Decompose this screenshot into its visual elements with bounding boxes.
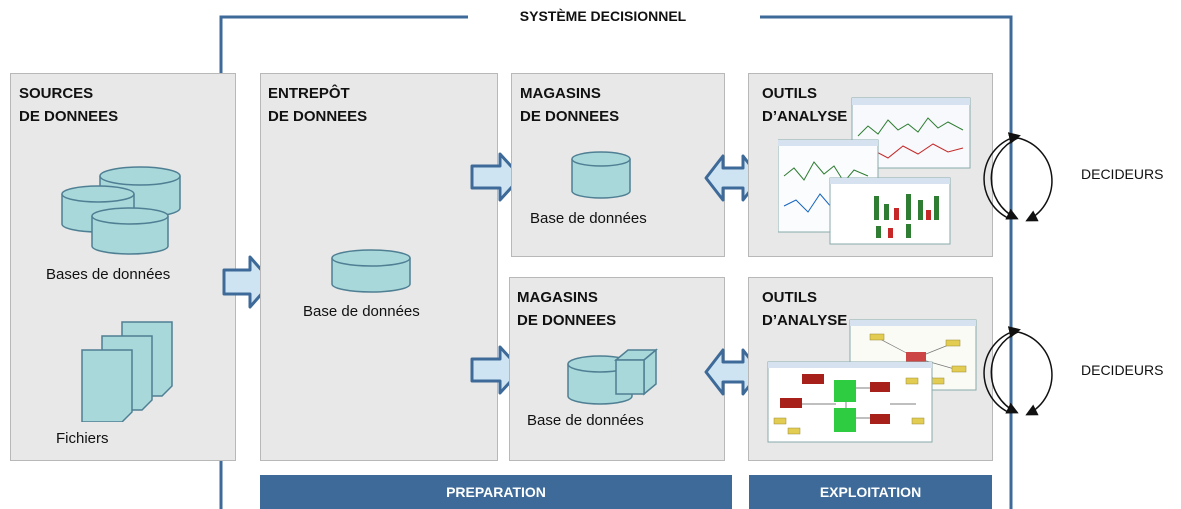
process-map-screenshots-image — [767, 319, 977, 443]
cycle-arrows-icon — [983, 326, 1053, 416]
decideurs-label-2: DECIDEURS — [1081, 362, 1164, 378]
cycle-arrows-icon — [983, 132, 1053, 222]
mart-title-1: MAGASINS DE DONNEES — [520, 85, 620, 125]
arrow-right-icon — [470, 152, 523, 202]
preparation-bar: PREPARATION — [260, 475, 732, 509]
databases-label: Bases de données — [46, 266, 171, 283]
files-icon — [81, 321, 173, 422]
database-cube-icon — [567, 348, 658, 405]
warehouse-title: ENTREPÔT DE DONNEES — [268, 85, 368, 125]
mart-db-label-1: Base de données — [530, 210, 647, 227]
dashboard-screenshots-image — [778, 97, 971, 245]
files-label: Fichiers — [56, 430, 109, 447]
mart-title-2: MAGASINS DE DONNEES — [517, 289, 617, 329]
database-icon — [571, 151, 631, 199]
exploitation-bar: EXPLOITATION — [749, 475, 992, 509]
decideurs-label-1: DECIDEURS — [1081, 166, 1164, 182]
warehouse-db-label: Base de données — [303, 303, 420, 320]
database-icon — [331, 249, 411, 293]
sources-title: SOURCES DE DONNEES — [19, 85, 119, 125]
tools-title-1: OUTILS D’ANALYSE — [762, 85, 848, 125]
system-label: SYSTÈME DECISIONNEL — [468, 8, 738, 24]
tools-title-2: OUTILS D’ANALYSE — [762, 289, 848, 329]
mart-db-label-2: Base de données — [527, 412, 644, 429]
databases-icon — [61, 166, 181, 255]
